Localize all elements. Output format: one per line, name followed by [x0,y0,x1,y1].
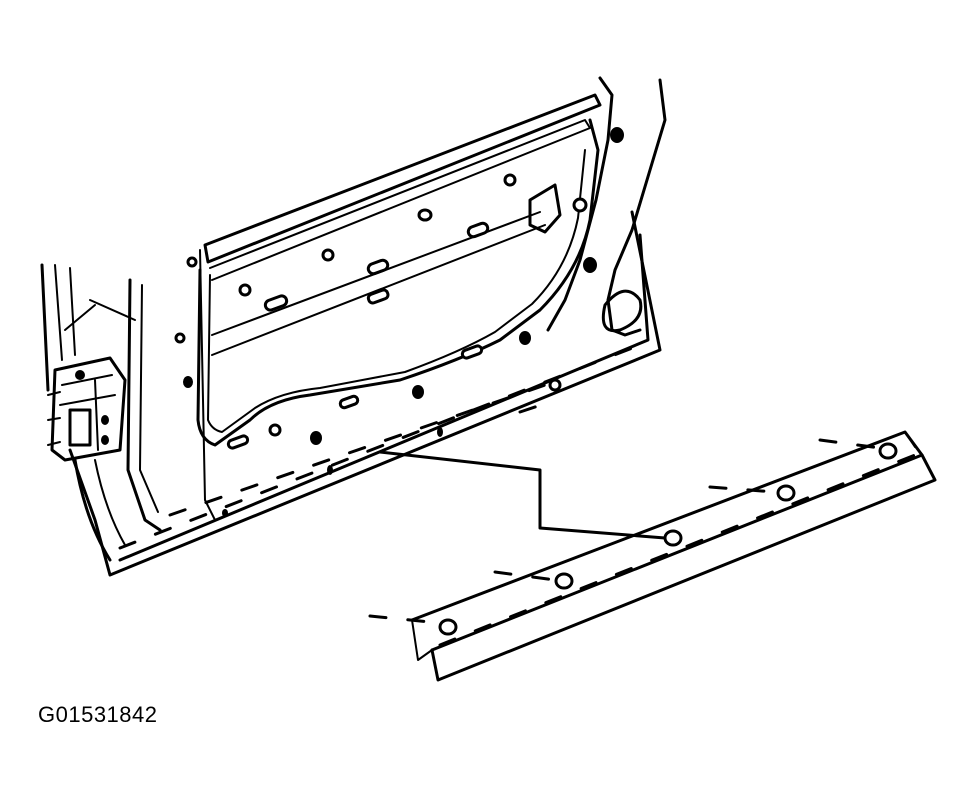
figure-id-label: G01531842 [38,702,158,727]
panel-holes [174,127,624,450]
sill-plate [410,430,937,682]
sill-flange [118,343,642,550]
pillar-cutout [601,289,643,333]
door-frame [40,76,667,577]
alignment-leaders [368,438,882,624]
door-hinge [47,356,127,462]
inner-panel [196,93,602,447]
